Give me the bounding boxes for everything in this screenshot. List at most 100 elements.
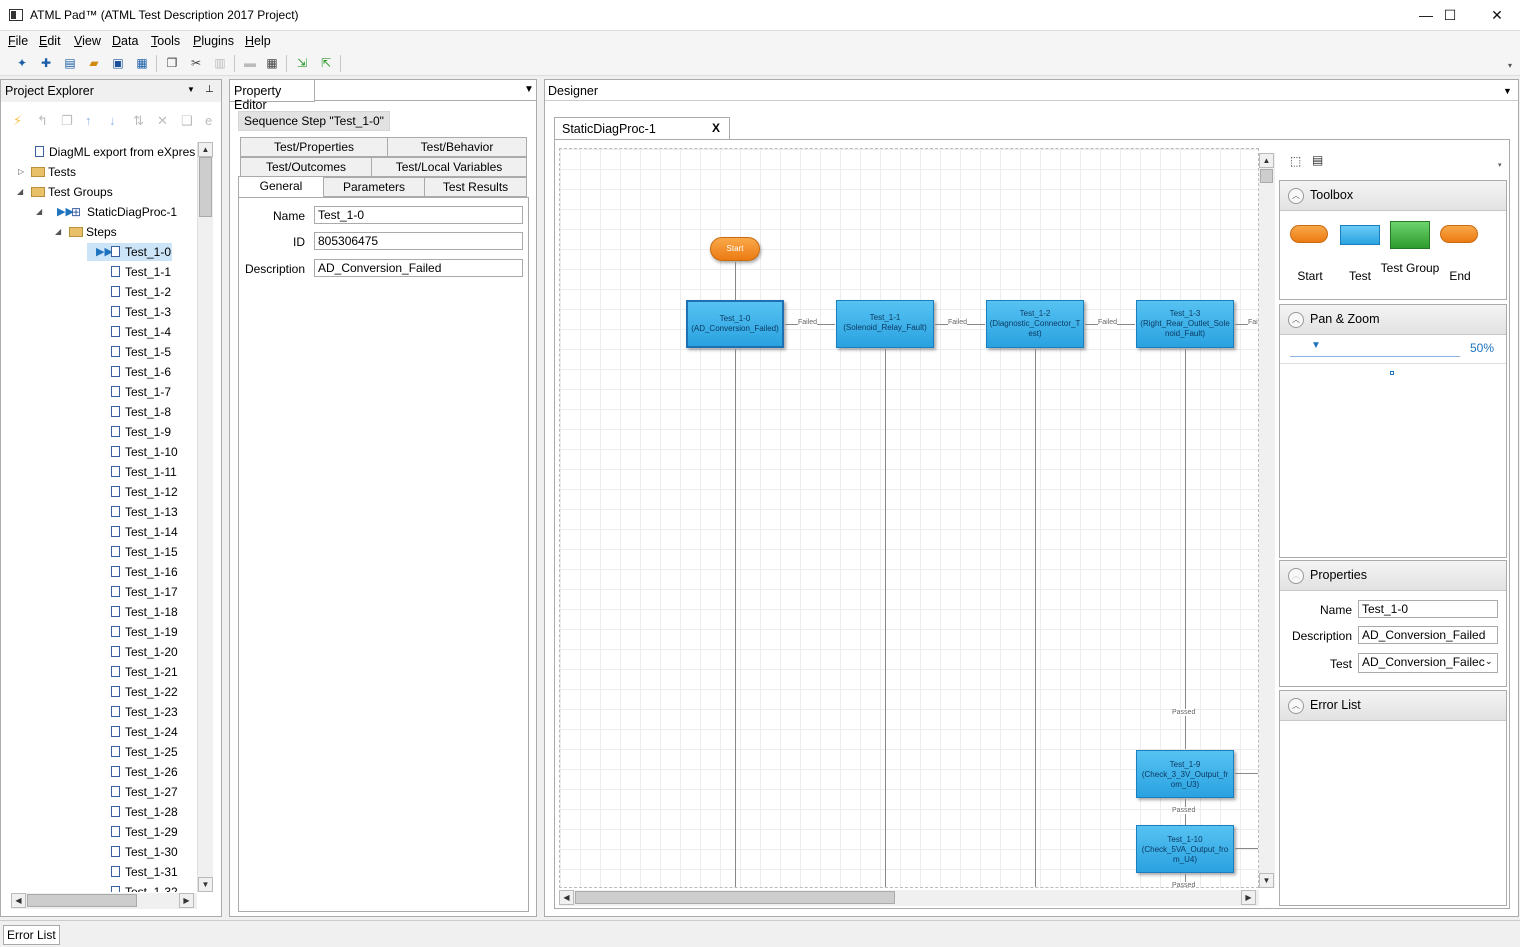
tree-item-step[interactable]: Test_1-7 (5, 382, 200, 402)
pin-icon[interactable]: ⊥ (205, 84, 214, 95)
scroll-right-icon[interactable]: ▶ (179, 893, 194, 908)
flow-node-test-1-1[interactable]: Test_1-1(Solenoid_Relay_Fault) (836, 300, 934, 348)
collapse-icon[interactable]: ︿ (1288, 188, 1304, 204)
tree-item-step[interactable]: Test_1-14 (5, 522, 200, 542)
scroll-left-icon[interactable]: ◀ (11, 893, 26, 908)
copy-icon[interactable]: ❐ (166, 56, 178, 70)
sort-icon[interactable]: ⇅ (133, 113, 144, 128)
tab-general[interactable]: General (238, 176, 324, 198)
dropdown-icon[interactable]: ▼ (187, 85, 195, 94)
collapse-icon[interactable]: ︿ (1288, 312, 1304, 328)
toolbox-header[interactable]: ︿ Toolbox (1280, 181, 1506, 211)
more-icon[interactable]: e (205, 113, 213, 128)
tab-parameters[interactable]: Parameters (323, 177, 425, 197)
viewport-marker[interactable] (1390, 371, 1394, 375)
end-tool-icon[interactable] (1440, 225, 1478, 243)
menu-dropdown-icon[interactable]: ▼ (1503, 86, 1512, 96)
tree-item-step[interactable]: Test_1-24 (5, 722, 200, 742)
tree-item-step[interactable]: Test_1-4 (5, 322, 200, 342)
scroll-right-icon[interactable]: ▶ (1241, 890, 1256, 905)
scroll-down-icon[interactable]: ▼ (198, 877, 213, 892)
collapse-arrow-icon[interactable]: ◢ (36, 207, 43, 216)
tab-test-local-variables[interactable]: Test/Local Variables (371, 157, 527, 177)
start-node[interactable]: Start (710, 237, 760, 261)
scroll-thumb[interactable] (575, 891, 895, 904)
menu-plugins[interactable]: Plugins (193, 34, 235, 48)
collapse-arrow-icon[interactable]: ◢ (17, 187, 24, 196)
canvas-vertical-scrollbar[interactable]: ▲ ▼ (1259, 153, 1275, 888)
tree-item-step[interactable]: Test_1-11 (5, 462, 200, 482)
scroll-thumb[interactable] (199, 157, 212, 217)
save-icon[interactable]: ▣ (112, 56, 124, 70)
description-field[interactable]: AD_Conversion_Failed (1358, 626, 1498, 644)
scroll-thumb[interactable] (1260, 169, 1273, 183)
menu-view[interactable]: View (74, 34, 101, 48)
tree-item-step[interactable]: Test_1-1 (5, 262, 200, 282)
tree-item-step[interactable]: Test_1-31 (5, 862, 200, 882)
scroll-left-icon[interactable]: ◀ (559, 890, 574, 905)
tab-staticdiagproc[interactable]: StaticDiagProc-1 X (554, 117, 730, 140)
tree-item-step[interactable]: Test_1-29 (5, 822, 200, 842)
tree-item-step[interactable]: Test_1-6 (5, 362, 200, 382)
tree-vertical-scrollbar[interactable]: ▲ ▼ (197, 142, 213, 892)
tree-item-step[interactable]: Test_1-19 (5, 622, 200, 642)
scroll-up-icon[interactable]: ▲ (198, 142, 213, 157)
scroll-down-icon[interactable]: ▼ (1259, 873, 1274, 888)
cut-icon[interactable]: ✂ (190, 56, 202, 70)
tree-item-step[interactable]: Test_1-3 (5, 302, 200, 322)
tree-item-step[interactable]: Test_1-8 (5, 402, 200, 422)
tree-item-step[interactable]: Test_1-16 (5, 562, 200, 582)
tree-item-step[interactable]: Test_1-27 (5, 782, 200, 802)
menu-file[interactable]: File (8, 34, 29, 48)
tree-item-root[interactable]: DiagML export from eXpres (5, 142, 200, 162)
move-up-icon[interactable]: ↑ (85, 113, 92, 128)
new-document-icon[interactable]: ▤ (64, 56, 76, 70)
start-tool-label[interactable]: Start (1297, 269, 1323, 283)
zoom-slider[interactable]: ▼ (1290, 340, 1460, 359)
error-list-tab[interactable]: Error List (3, 925, 60, 945)
tree-item-step[interactable]: Test_1-12 (5, 482, 200, 502)
tree-item-step[interactable]: Test_1-22 (5, 682, 200, 702)
menu-help[interactable]: Help (245, 34, 271, 48)
save-all-icon[interactable]: ▦ (136, 56, 148, 70)
tree-item-step[interactable]: Test_1-32 (5, 882, 200, 892)
tree-item-tests[interactable]: ▷ Tests (5, 162, 200, 182)
properties-header[interactable]: ︿ Properties (1280, 561, 1506, 591)
description-field[interactable]: AD_Conversion_Failed (314, 259, 523, 277)
minimize-button[interactable]: — (1419, 7, 1433, 23)
test-group-tool-icon[interactable] (1390, 221, 1430, 249)
tree-item-step[interactable]: Test_1-26 (5, 762, 200, 782)
tree-horizontal-scrollbar[interactable]: ◀ ▶ (11, 893, 197, 909)
id-field[interactable]: 805306475 (314, 232, 523, 250)
tree-item-step[interactable]: Test_1-17 (5, 582, 200, 602)
tab-test-results[interactable]: Test Results (424, 177, 527, 197)
tree-item-step[interactable]: ▶▶Test_1-0 (5, 242, 200, 262)
end-tool-label[interactable]: End (1449, 269, 1471, 283)
test-tool-label[interactable]: Test (1348, 269, 1371, 283)
tree-item-step[interactable]: Test_1-13 (5, 502, 200, 522)
tree-item-step[interactable]: Test_1-2 (5, 282, 200, 302)
select-icon[interactable]: ⬚ (1290, 154, 1302, 168)
tab-test-properties[interactable]: Test/Properties (240, 137, 388, 157)
move-down-icon[interactable]: ↓ (109, 113, 116, 128)
open-folder-icon[interactable]: ▰ (89, 56, 99, 70)
export-icon[interactable]: ⇱ (320, 56, 332, 70)
new-project-icon[interactable]: ✦ (16, 56, 28, 70)
paste-icon[interactable]: ▥ (214, 56, 226, 70)
copy-node-icon[interactable]: ❑ (181, 113, 193, 128)
tab-test-behavior[interactable]: Test/Behavior (387, 137, 527, 157)
collapse-icon[interactable]: ︿ (1288, 568, 1304, 584)
tab-close-icon[interactable]: X (712, 121, 721, 135)
menu-edit[interactable]: Edit (39, 34, 61, 48)
import-icon[interactable]: ⇲ (296, 56, 308, 70)
pdf-icon[interactable]: ▤ (1312, 153, 1324, 167)
tree-item-step[interactable]: Test_1-5 (5, 342, 200, 362)
toolbar-overflow-icon[interactable]: ▾ (1508, 61, 1513, 70)
name-field[interactable]: Test_1-0 (1358, 600, 1498, 618)
close-button[interactable]: ✕ (1491, 7, 1503, 23)
test-select[interactable]: AD_Conversion_Failec ⌄ (1358, 653, 1498, 673)
menu-data[interactable]: Data (112, 34, 139, 48)
flow-node-test-1-9[interactable]: Test_1-9(Check_3_3V_Output_fr om_U3) (1136, 750, 1234, 798)
tree-item-step[interactable]: Test_1-10 (5, 442, 200, 462)
grid-icon[interactable]: ▦ (266, 56, 278, 70)
